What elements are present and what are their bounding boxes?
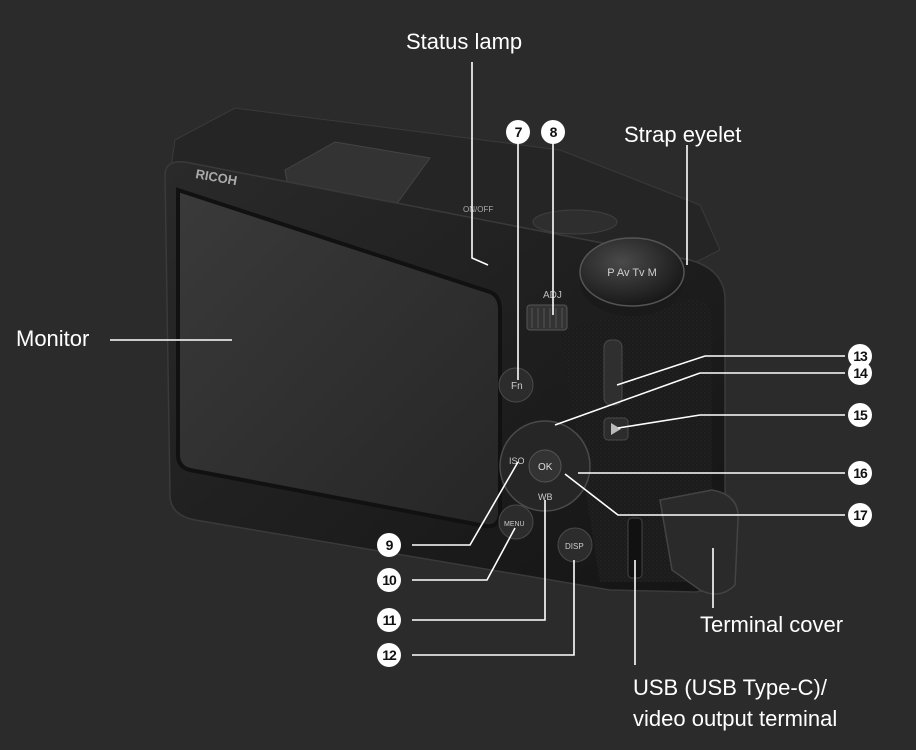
terminal-cover-part — [659, 489, 739, 595]
callout-11: 11 — [377, 608, 401, 632]
status-lamp-label: Status lamp — [406, 29, 523, 54]
callout-10: 10 — [377, 568, 401, 592]
shutter-button — [532, 209, 618, 235]
callout-9: 9 — [377, 533, 401, 557]
callout-8: 8 — [541, 120, 565, 144]
callout-17: 17 — [848, 503, 872, 527]
ok-button — [528, 449, 562, 483]
zoom-lever — [603, 339, 623, 406]
brand-marking: RICOH — [194, 166, 238, 188]
adj-lever — [526, 304, 568, 331]
callout-7: 7 — [506, 120, 530, 144]
dial-marking: P Av Tv M — [607, 267, 657, 279]
onoff-marking: ON/OFF — [463, 205, 493, 214]
fn-button — [498, 367, 534, 403]
callout-14: 14 — [848, 361, 872, 385]
menu-button — [498, 504, 534, 540]
usb-label-line2: video output terminal — [633, 706, 838, 731]
callout-12: 12 — [377, 643, 401, 667]
callout-15: 15 — [848, 403, 872, 427]
usb-label-line1: USB (USB Type-C)/ — [633, 675, 827, 700]
menu-marking: MENU — [504, 521, 525, 528]
callout-16: 16 — [848, 461, 872, 485]
iso-marking: ISO — [509, 456, 525, 466]
monitor-label: Monitor — [16, 326, 90, 351]
leader-lines — [110, 62, 845, 665]
terminal-cover-label: Terminal cover — [700, 612, 844, 637]
mode-dial: P Av Tv M — [579, 237, 685, 316]
ok-marking: OK — [538, 462, 553, 473]
disp-button — [557, 527, 593, 563]
wb-marking: WB — [538, 492, 553, 502]
strap-eyelet-label: Strap eyelet — [624, 122, 742, 147]
fn-marking: Fn — [511, 381, 523, 392]
play-icon — [611, 423, 621, 435]
disp-marking: DISP — [565, 542, 584, 551]
monitor-screen — [176, 187, 502, 529]
